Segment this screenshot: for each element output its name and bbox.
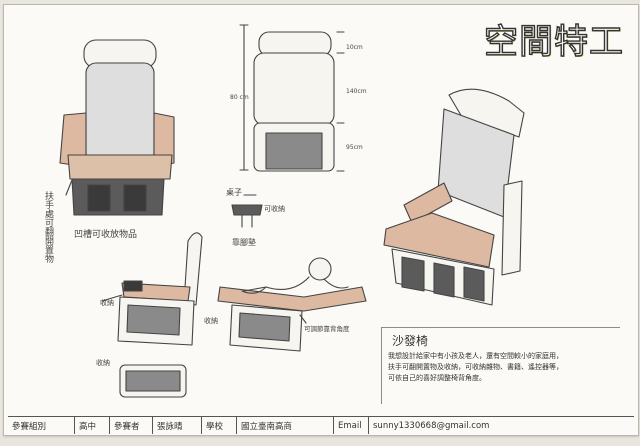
- annotation-recline: 可調節靠背角度: [304, 324, 350, 333]
- annotation-footrest: 靠腳墊: [232, 237, 256, 247]
- annotation-storage-b: 收納: [204, 316, 218, 325]
- chair-side-reclined: [217, 257, 367, 352]
- dim-mid-height: 140cm: [346, 88, 367, 95]
- note-line: 扶手可翻開置物及收納，可收納雜物、書籍、遙控器等，: [388, 363, 563, 371]
- group-value: 高中: [75, 417, 110, 434]
- chair-front-view: [59, 39, 175, 216]
- annotation-armrest-b: 凹槽可收放物品: [74, 228, 137, 240]
- note-title: 沙發椅: [392, 334, 429, 348]
- note-line: 可依自己的喜好調整椅背角度。: [388, 374, 486, 382]
- bottom-storage-unit: [119, 364, 187, 398]
- page-title: 空間特工: [483, 21, 624, 62]
- annotation-bottom-storage: 收納: [96, 358, 110, 367]
- annotation-armrest: 扶手處可翻開置物: [43, 190, 54, 264]
- dim-base-height: 95cm: [346, 144, 363, 151]
- dim-top-height: 10cm: [346, 44, 363, 51]
- chair-side-upright: [117, 232, 203, 346]
- design-note: 沙發椅 我想設計給家中有小孩及老人，還有空間較小的家庭用， 扶手可翻開置物及收納…: [381, 327, 620, 404]
- info-footer: 參賽組別 高中 參賽者 張詠晴 學校 國立臺南高商 Email sunny133…: [8, 416, 634, 434]
- annotation-storage: 收納: [100, 298, 114, 307]
- school-value: 國立臺南高商: [237, 417, 334, 434]
- note-line: 我想設計給家中有小孩及老人，還有空間較小的家庭用，: [388, 352, 563, 360]
- dim-total-height: 80 cm: [230, 94, 249, 101]
- sketch-drawing: 10cm 140cm 95cm 80 cm 扶手處可翻開置物 凹槽可收放物品 桌…: [43, 24, 525, 398]
- group-label: 參賽組別: [8, 417, 75, 434]
- annotation-table: 桌子: [226, 187, 242, 197]
- title-logo: 空間特工: [483, 19, 634, 65]
- side-table-detail: [231, 194, 263, 228]
- entrant-value: 張詠晴: [153, 417, 202, 434]
- entrant-label: 參賽者: [110, 417, 153, 434]
- school-label: 學校: [202, 417, 237, 434]
- drawing-sheet: 10cm 140cm 95cm 80 cm 扶手處可翻開置物 凹槽可收放物品 桌…: [3, 4, 639, 436]
- email-label: Email: [334, 417, 369, 434]
- chair-back-view: [239, 24, 345, 172]
- chair-perspective-view: [383, 88, 525, 306]
- annotation-table-b: 可收納: [264, 204, 285, 213]
- email-value: sunny1330668@gmail.com: [373, 420, 490, 431]
